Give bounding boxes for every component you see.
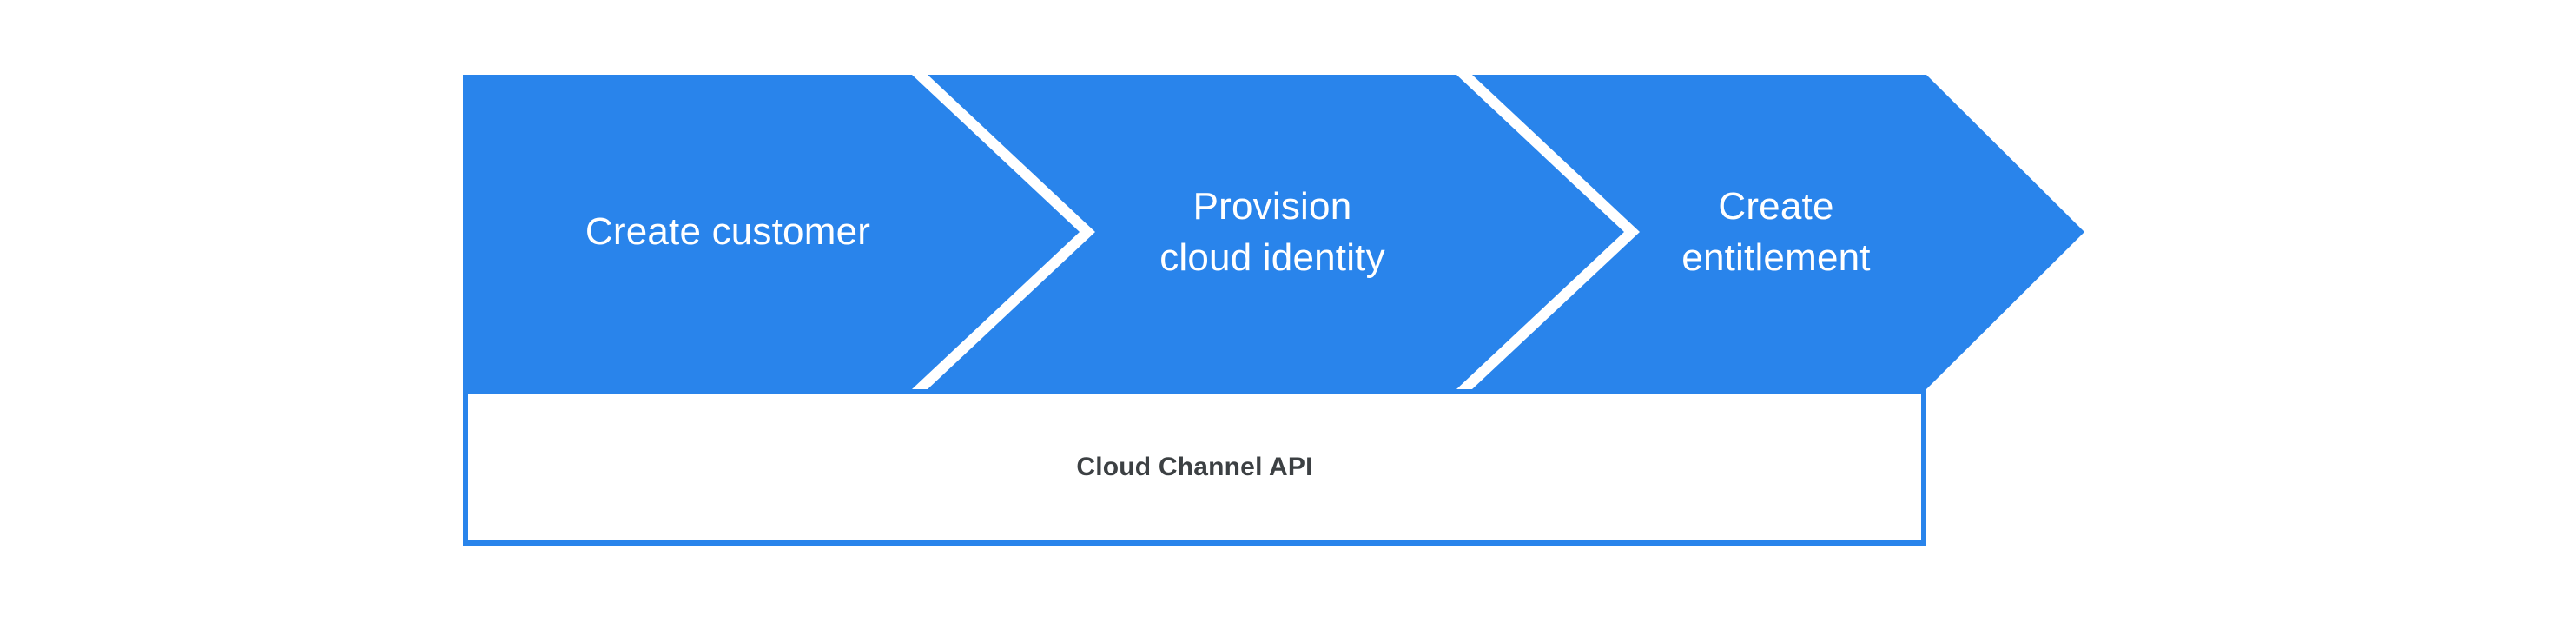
flow-stage-label-create-entitlement: Create entitlement [1681,184,1871,279]
flow-stage-label-provision-cloud-identity: Provision cloud identity [1159,184,1385,279]
api-bar-label: Cloud Channel API [1076,453,1313,481]
flow-arrow-band [463,75,2084,389]
api-bar-outline [463,389,1926,546]
flow-stage-label-create-customer: Create customer [585,210,871,254]
